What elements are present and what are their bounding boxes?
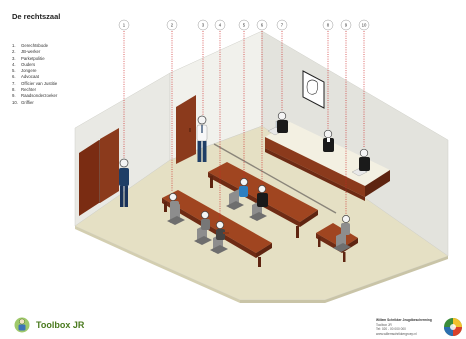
marker: 5 (239, 20, 249, 30)
marker: 7 (277, 20, 287, 30)
person-jongere (239, 178, 248, 197)
marker: 6 (257, 20, 267, 30)
page-title: De rechtszaal (12, 12, 60, 21)
marker: 10 (359, 20, 369, 30)
credit-line: Willem Schrikker Jeugdbescherming (376, 318, 432, 323)
marker: 2 (167, 20, 177, 30)
marker: 4 (215, 20, 225, 30)
person-raadsonderzoeker (341, 215, 350, 235)
legend-item: 10.Griffier (12, 100, 57, 106)
brand-name: Toolbox JR (36, 320, 84, 330)
marker: 1 (119, 20, 129, 30)
marker: 3 (198, 20, 208, 30)
side-door (176, 95, 196, 164)
person-ouder (201, 211, 210, 230)
toolbox-logo-icon (13, 316, 31, 333)
globe-logo-icon (443, 317, 463, 337)
legend: 1.Gerechtsbode 2.JB-werker 3.Parketpolit… (12, 43, 57, 106)
marker: 8 (323, 20, 333, 30)
credit-line: www.willemschrikkergroep.nl (376, 332, 432, 337)
credits: Willem Schrikker Jeugdbescherming Toolbo… (376, 318, 432, 336)
svg-text:10: 10 (362, 23, 367, 28)
marker: 9 (341, 20, 351, 30)
